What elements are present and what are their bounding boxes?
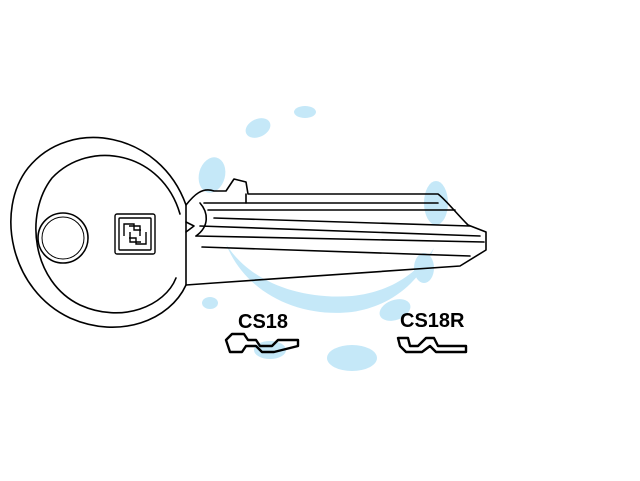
profile-label-cs18r: CS18R	[400, 310, 465, 332]
profile-cs18-icon	[224, 332, 300, 354]
key-outline	[10, 136, 487, 328]
brand-logo-icon	[114, 213, 156, 255]
profile-label-cs18: CS18	[238, 311, 289, 333]
profile-cs18r-icon	[396, 336, 468, 354]
key-hole	[37, 212, 89, 264]
